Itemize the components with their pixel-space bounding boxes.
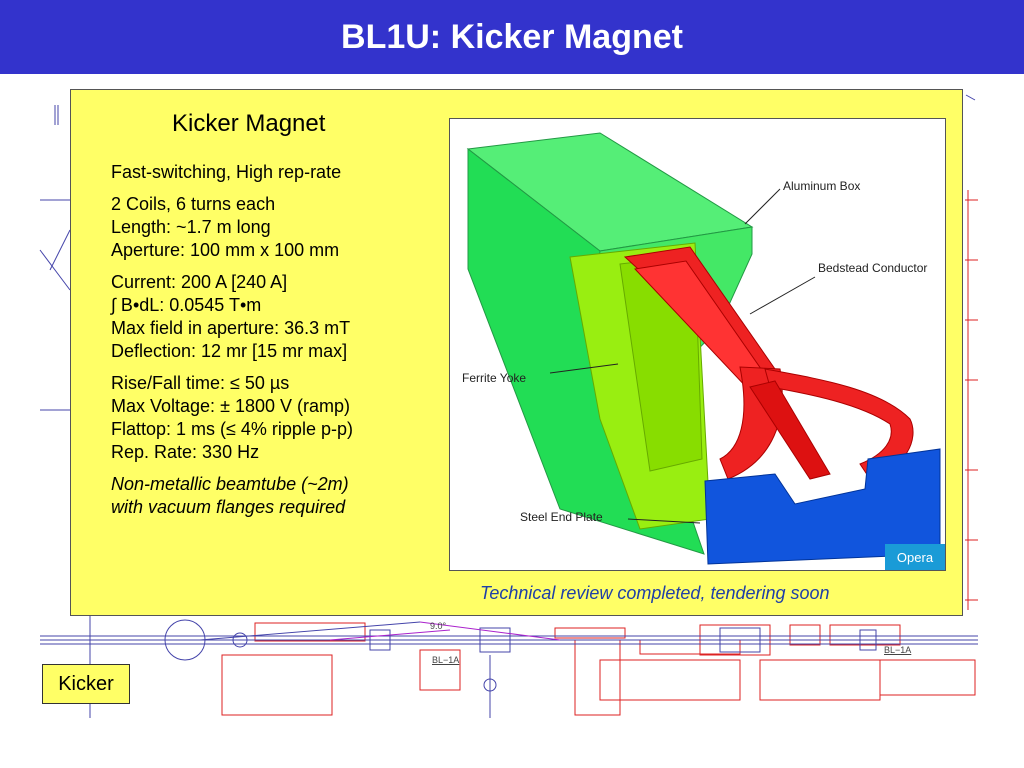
steel-end-plate — [704, 448, 941, 565]
spec-line: Fast-switching, High rep-rate — [111, 162, 342, 182]
spec-paragraph: Rise/Fall time: ≤ 50 µs Max Voltage: ± 18… — [111, 372, 441, 464]
spec-line: Non-metallic beamtube (~2m) — [111, 474, 349, 494]
spec-paragraph: Non-metallic beamtube (~2m) with vacuum f… — [111, 473, 441, 519]
slide-title: BL1U: Kicker Magnet — [0, 0, 1024, 74]
opera-logo: Opera — [885, 544, 945, 570]
spec-line: Length: ~1.7 m long — [111, 217, 271, 237]
beamline-label: BL−1A — [884, 645, 912, 655]
review-status-caption: Technical review completed, tendering so… — [480, 583, 830, 603]
spec-line: 2 Coils, 6 turns each — [111, 194, 276, 214]
spec-line: Flattop: 1 ms (≤ 4% ripple p-p) — [111, 419, 353, 439]
steel-end-plate-callout: Steel End Plate — [520, 510, 603, 524]
spec-line: with vacuum flanges required — [111, 497, 346, 517]
spec-line: Max Voltage: ± 1800 V (ramp) — [111, 396, 350, 416]
magnet-figure: Aluminum Box Bedstead Conductor Ferrite … — [449, 118, 946, 571]
bedstead-conductor-callout: Bedstead Conductor — [818, 261, 928, 275]
spec-list: Fast-switching, High rep-rate 2 Coils, 6 … — [111, 161, 441, 528]
aluminum-box-callout: Aluminum Box — [783, 179, 861, 193]
spec-line: Rep. Rate: 330 Hz — [111, 442, 260, 462]
beamline-label: BL−1A — [432, 655, 460, 665]
spec-paragraph: Fast-switching, High rep-rate — [111, 161, 441, 184]
kicker-location-label: Kicker — [42, 664, 130, 704]
angle-label: 9.0° — [430, 621, 447, 631]
spec-line: Rise/Fall time: ≤ 50 µs — [111, 373, 290, 393]
beamline-layout-drawing — [39, 94, 978, 718]
magnet-cutaway-illustration — [466, 132, 941, 565]
panel-heading: Kicker Magnet — [172, 110, 326, 137]
spec-line: ∫ B•dL: 0.0545 T•m — [111, 295, 262, 315]
spec-line: Aperture: 100 mm x 100 mm — [111, 240, 340, 260]
spec-line: Deflection: 12 mr [15 mr max] — [111, 341, 348, 361]
ferrite-yoke-callout: Ferrite Yoke — [462, 371, 527, 385]
spec-paragraph: Current: 200 A [240 A] ∫ B•dL: 0.0545 T•m… — [111, 271, 441, 363]
spec-line: Current: 200 A [240 A] — [111, 272, 288, 292]
spec-line: Max field in aperture: 36.3 mT — [111, 318, 351, 338]
